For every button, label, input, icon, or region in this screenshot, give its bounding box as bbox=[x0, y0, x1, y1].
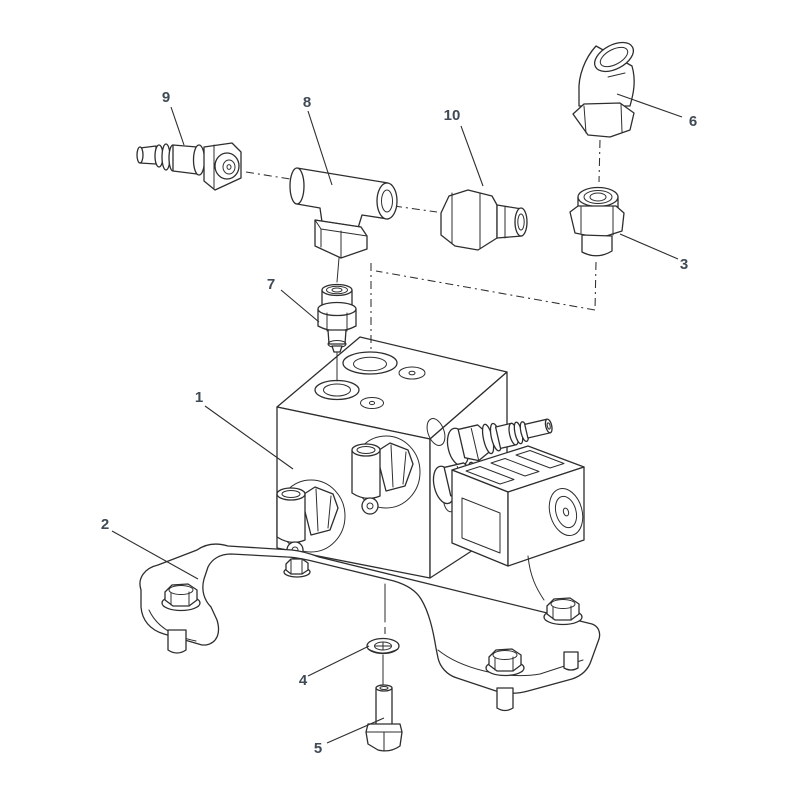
union-fitting bbox=[569, 186, 625, 257]
callout-1-label: 1 bbox=[195, 389, 203, 406]
bracket-bolt-right-top bbox=[543, 597, 583, 626]
leader-9 bbox=[170, 106, 185, 146]
callout-5-label: 5 bbox=[314, 740, 322, 757]
block-elbow-fitting-lower bbox=[276, 479, 346, 559]
bracket-bolt-left bbox=[161, 583, 201, 612]
tee-fitting bbox=[289, 167, 398, 259]
callout-9-label: 9 bbox=[162, 89, 170, 106]
callout-7-label: 7 bbox=[267, 276, 275, 293]
block-side-hole-upper bbox=[426, 418, 446, 446]
hex-bolt bbox=[365, 684, 403, 752]
callout-6-label: 6 bbox=[689, 113, 697, 130]
top-port-small-right bbox=[398, 366, 426, 380]
leader-1 bbox=[204, 405, 294, 470]
solenoid-cable bbox=[527, 555, 545, 601]
leader-6 bbox=[616, 93, 683, 118]
mounting-bracket bbox=[139, 543, 601, 712]
straight-compression-fitting bbox=[136, 142, 242, 191]
callout-labels: 9 8 10 6 3 7 1 2 4 5 bbox=[101, 89, 697, 757]
leader-10 bbox=[460, 125, 484, 187]
top-port-large bbox=[342, 351, 398, 375]
leader-lines bbox=[111, 93, 683, 744]
bracket-stud-left bbox=[167, 629, 187, 654]
callout-2-label: 2 bbox=[101, 516, 109, 533]
callout-10-label: 10 bbox=[444, 107, 461, 124]
leader-5 bbox=[326, 717, 385, 744]
bracket-stud-right-2 bbox=[563, 651, 579, 671]
bracket-bolt-right-bottom bbox=[485, 648, 525, 677]
solenoid-valve bbox=[451, 445, 585, 601]
reducer-adapter-fitting bbox=[440, 189, 528, 251]
center-mount-nut bbox=[283, 558, 311, 578]
port-adapter-fitting bbox=[317, 283, 357, 353]
centerline-tee-to-7 bbox=[336, 257, 340, 283]
quick-connect-fitting-upper bbox=[446, 418, 553, 467]
callout-8-label: 8 bbox=[303, 94, 311, 111]
elbow-fitting-90 bbox=[572, 41, 635, 138]
callout-3-label: 3 bbox=[680, 256, 688, 273]
leader-3 bbox=[619, 233, 679, 260]
leader-8 bbox=[307, 110, 333, 186]
leader-2 bbox=[111, 530, 199, 580]
callout-4-label: 4 bbox=[299, 672, 308, 689]
bracket-left-flange-edge bbox=[148, 609, 197, 642]
leader-7 bbox=[280, 289, 320, 323]
block-elbow-fitting-upper bbox=[351, 435, 421, 515]
washer bbox=[366, 637, 400, 655]
bracket-stud-right-1 bbox=[496, 687, 514, 712]
top-hole-small bbox=[360, 397, 384, 409]
assembly-centerlines bbox=[245, 139, 601, 311]
leader-4 bbox=[307, 645, 370, 677]
